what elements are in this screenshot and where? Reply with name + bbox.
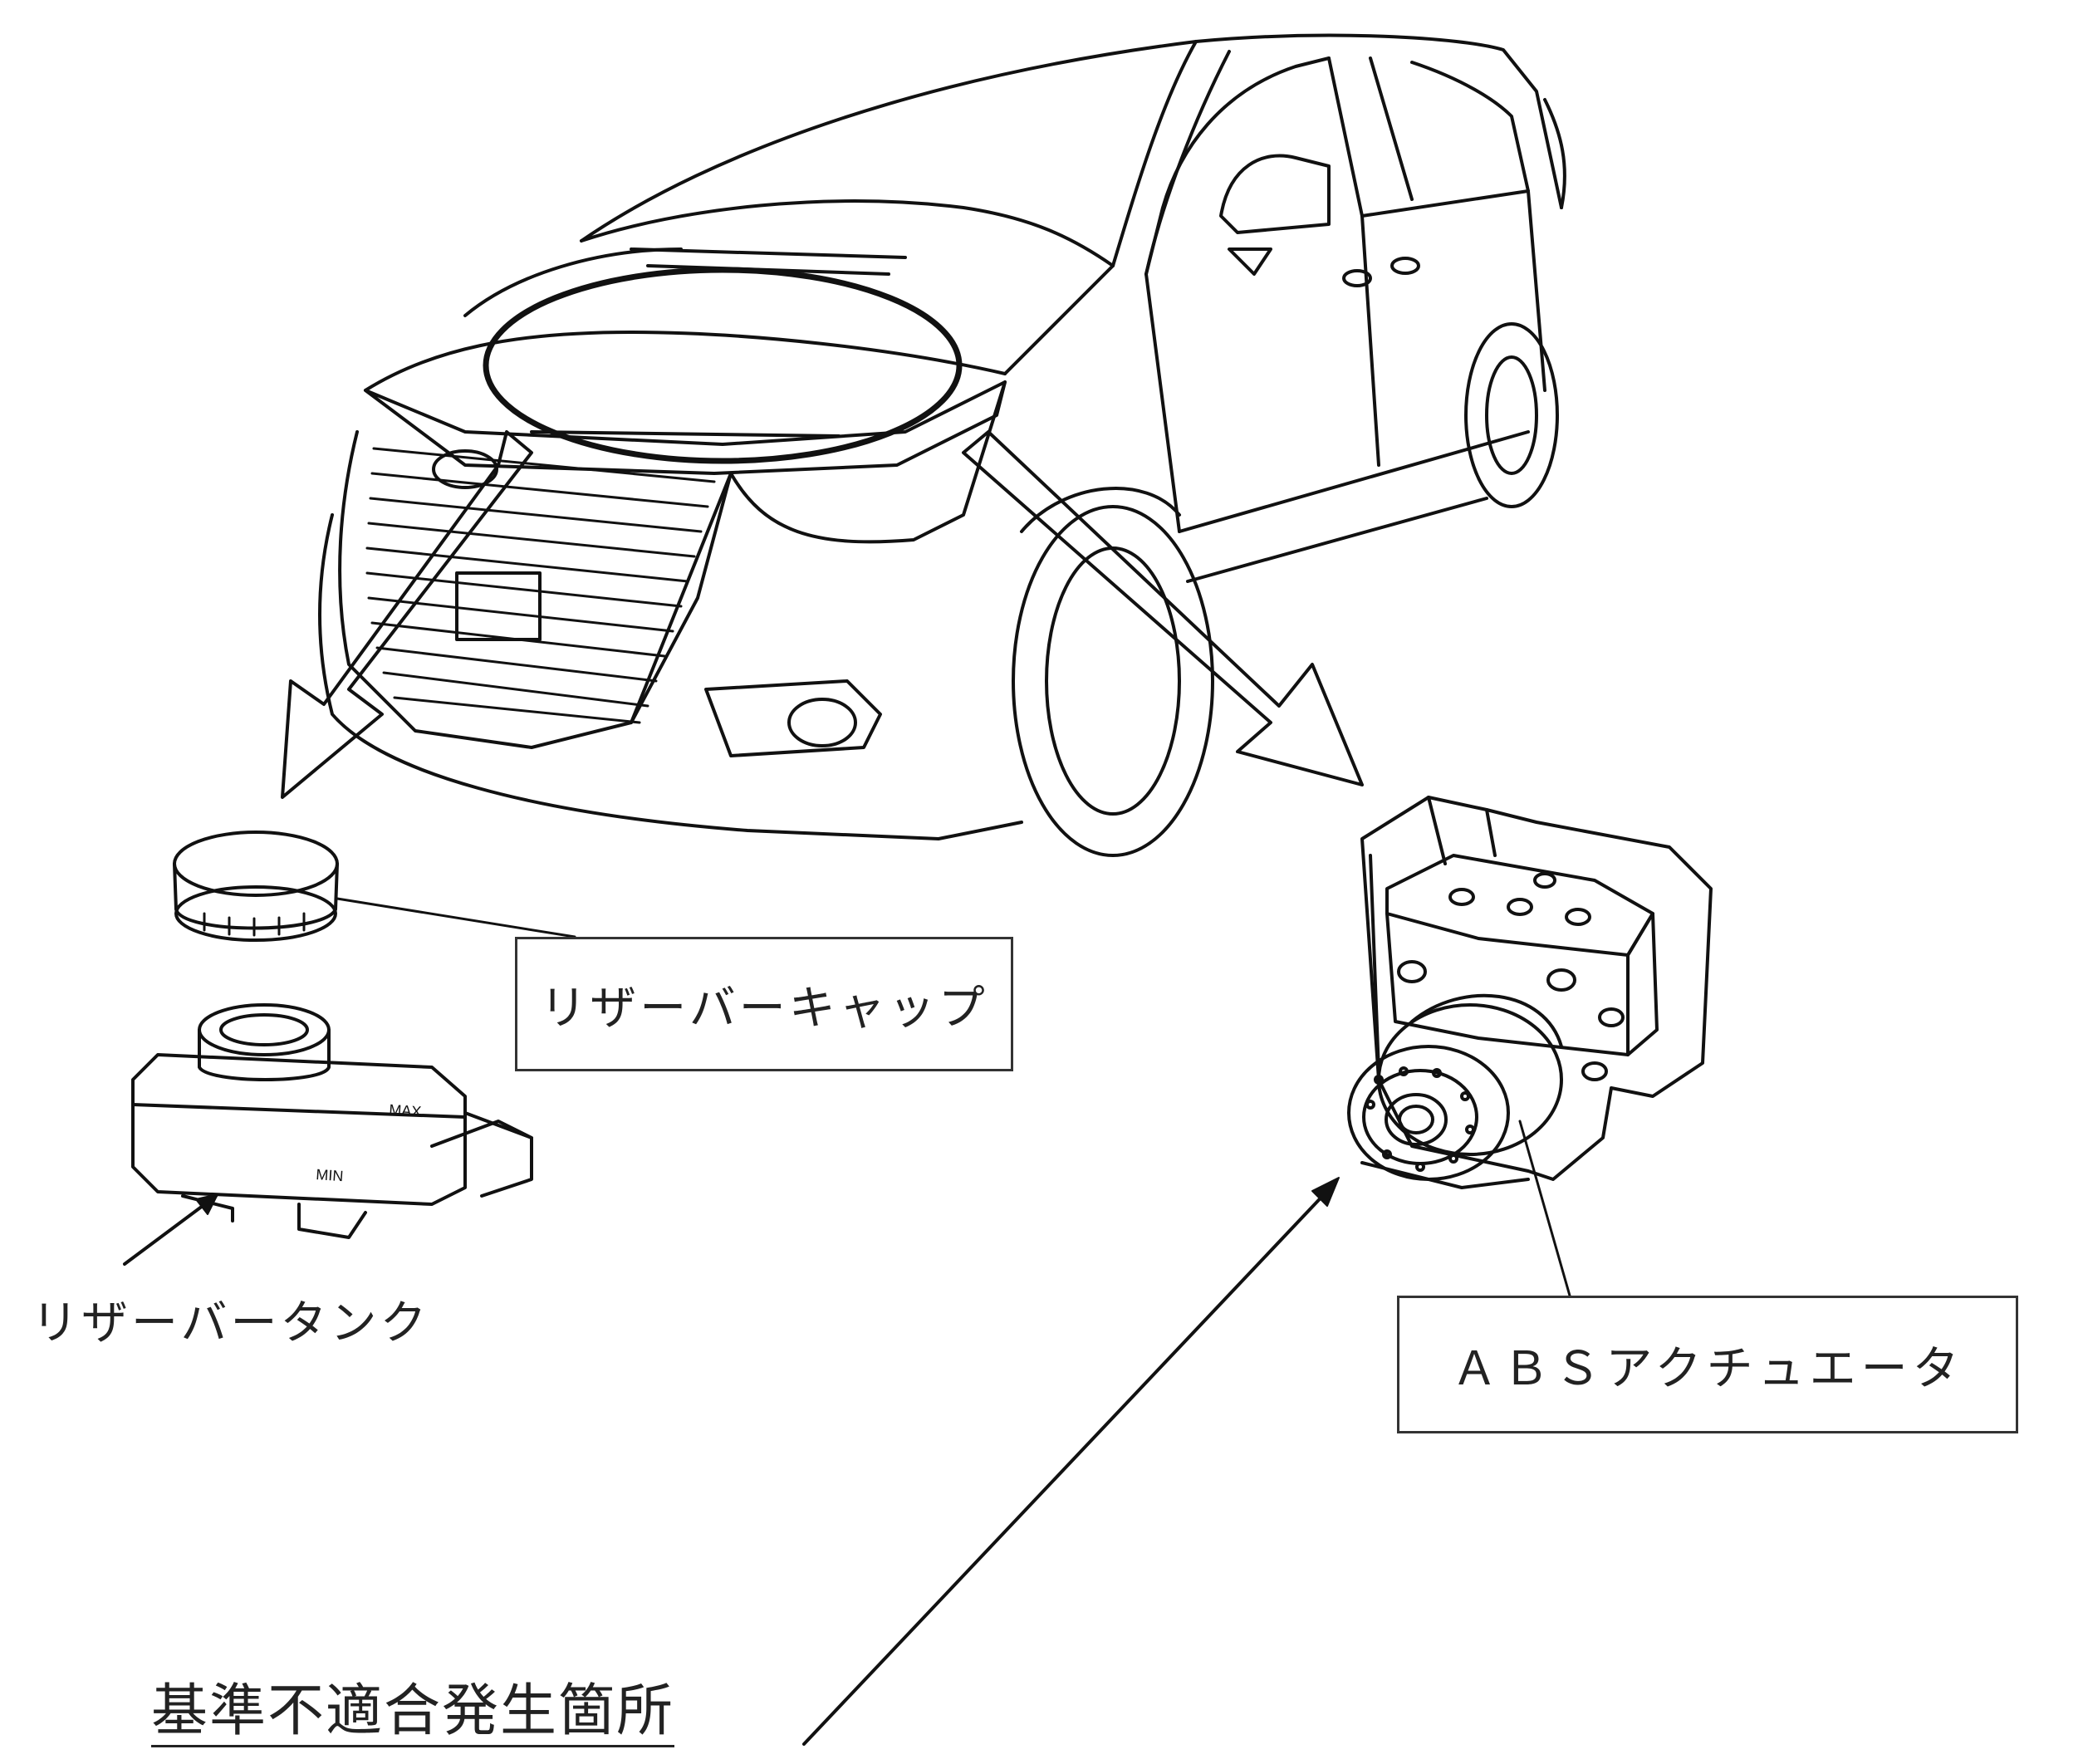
tank-leader-line bbox=[123, 1194, 218, 1266]
highlight-ellipse bbox=[483, 267, 963, 464]
abs-leader-line bbox=[1518, 1120, 1571, 1297]
defect-location-label: 基準不適合発生箇所 bbox=[151, 1680, 675, 1747]
reservoir-tank-label: リザーバータンク bbox=[32, 1296, 430, 1350]
abs-actuator-illustration bbox=[1347, 796, 1713, 1189]
reservoir-cap-illustration bbox=[173, 831, 339, 942]
tank-leader-arrowhead bbox=[195, 1193, 218, 1215]
cap-leader-line bbox=[336, 897, 576, 938]
abs-actuator-label-text: ＡＢＳアクチュエータ bbox=[1451, 1341, 1964, 1396]
tank-min-marking: MIN bbox=[316, 1166, 344, 1184]
reservoir-cap-label-text: リザーバーキャップ bbox=[540, 981, 988, 1036]
tank-max-marking: MAX bbox=[389, 1101, 422, 1120]
vehicle-illustration bbox=[318, 33, 1566, 857]
reservoir-tank-illustration bbox=[131, 1003, 533, 1239]
reservoir-cap-label: リザーバーキャップ bbox=[515, 937, 1013, 1071]
abs-actuator-label: ＡＢＳアクチュエータ bbox=[1397, 1296, 2018, 1433]
arrow-to-reservoir bbox=[281, 430, 533, 799]
arrow-to-abs bbox=[962, 430, 1364, 786]
defect-leader-arrowhead bbox=[1311, 1177, 1340, 1207]
defect-leader-line bbox=[802, 1188, 1331, 1746]
